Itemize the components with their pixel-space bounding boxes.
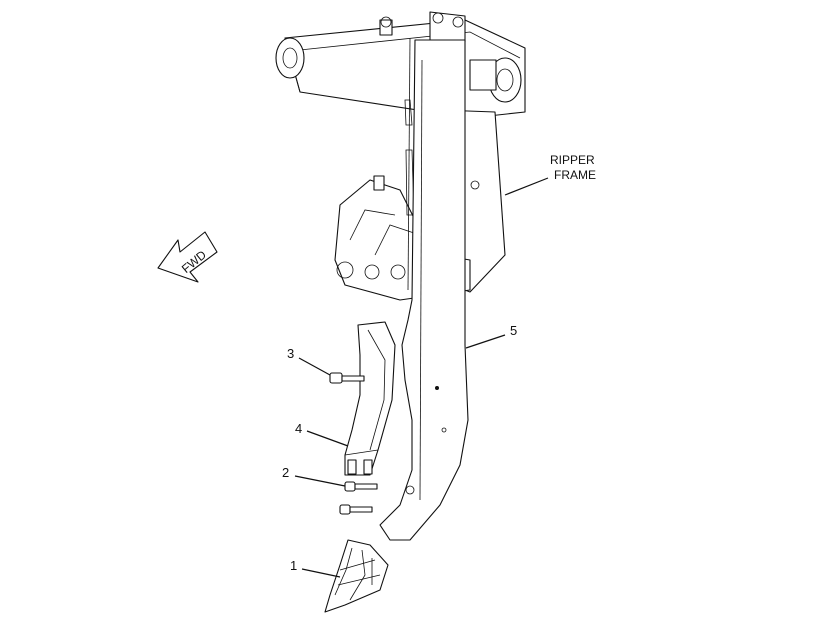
callout-5-number: 5 bbox=[510, 323, 517, 338]
ripper-frame-label-line2: FRAME bbox=[554, 168, 596, 182]
callout-2-number: 2 bbox=[282, 465, 289, 480]
bolt-item-2 bbox=[339, 481, 415, 515]
ripper-frame-label: RIPPER FRAME bbox=[504, 153, 596, 196]
ripper-tip bbox=[324, 539, 389, 613]
ripper-frame bbox=[275, 11, 526, 301]
callout-1-number: 1 bbox=[290, 558, 297, 573]
callout-3-number: 3 bbox=[287, 346, 294, 361]
callout-1: 1 bbox=[290, 558, 341, 578]
ripper-shank bbox=[379, 39, 469, 541]
bolt-item-3 bbox=[329, 372, 365, 384]
callout-2: 2 bbox=[282, 465, 346, 487]
callout-3: 3 bbox=[287, 346, 331, 376]
callout-5: 5 bbox=[465, 323, 517, 349]
ripper-frame-label-line1: RIPPER bbox=[550, 153, 595, 167]
fwd-arrow: FWD bbox=[157, 231, 218, 283]
callout-4: 4 bbox=[295, 421, 349, 447]
callout-4-number: 4 bbox=[295, 421, 302, 436]
shank-protector bbox=[344, 321, 396, 476]
